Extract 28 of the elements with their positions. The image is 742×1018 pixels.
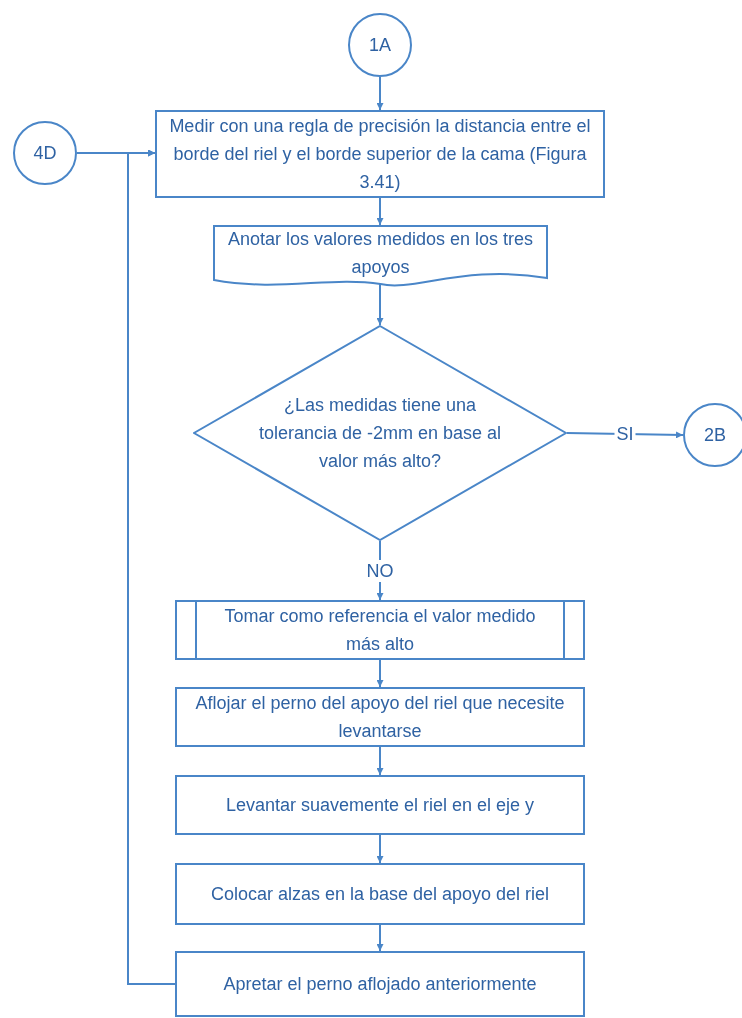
arrow — [376, 924, 384, 952]
node-text: Medir con una regla de precisión la distancia entre el borde del riel y el borde superior de la cama (Figura 3.41) — [169, 115, 591, 194]
arrow — [376, 197, 384, 226]
arrow — [127, 149, 176, 985]
node-text: Anotar los valores medidos en los tres apoyos — [226, 228, 535, 279]
process-box — [175, 775, 585, 835]
node-text: Apretar el perno aflojado anteriormente — [223, 973, 537, 996]
process-box — [175, 951, 585, 1017]
predefined-process-box — [175, 600, 585, 660]
node-text: 2B — [704, 424, 726, 447]
arrow — [376, 76, 384, 111]
node-text: Aflojar el perno del apoyo del riel que necesite levantarse — [194, 692, 566, 743]
process-box — [155, 110, 605, 198]
arrow — [376, 834, 384, 864]
arrow — [376, 659, 384, 688]
arrow — [566, 431, 684, 439]
node-text: ¿Las medidas tiene una tolerancia de -2mm en base al valor más alto? — [257, 394, 503, 473]
node-text: 1A — [369, 34, 391, 57]
node-text: Colocar alzas en la base del apoyo del riel — [210, 883, 550, 906]
decision-diamond — [193, 325, 567, 541]
arrow — [376, 746, 384, 776]
process-box — [175, 863, 585, 925]
edge-label: NO — [364, 559, 396, 582]
process-box — [175, 687, 585, 747]
node-text: 4D — [33, 142, 57, 165]
node-text: Tomar como referencia el valor medido más alto — [223, 605, 537, 656]
arrow — [376, 283, 384, 326]
node-text: Levantar suavemente el riel en el eje y — [225, 794, 535, 817]
